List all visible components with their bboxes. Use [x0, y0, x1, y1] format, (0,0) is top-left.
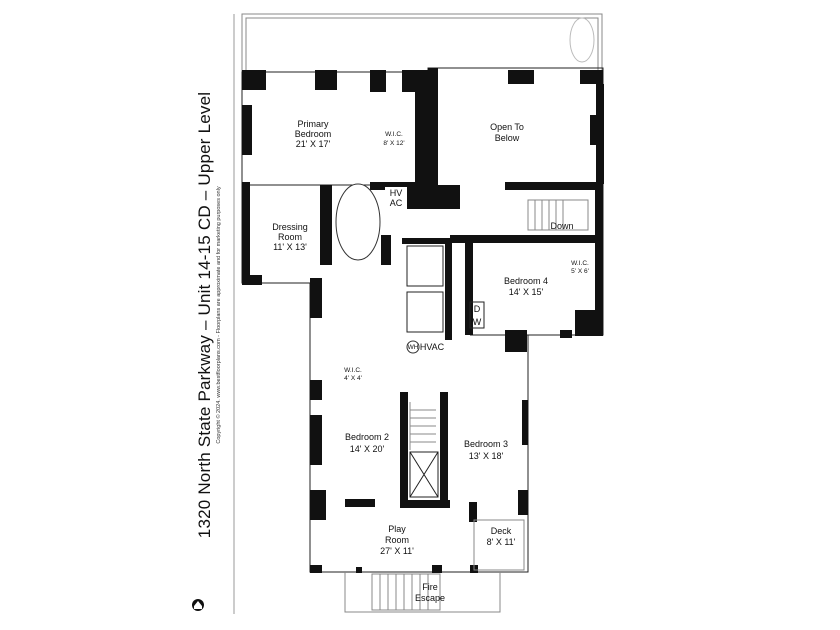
- room-deck: Deck 8' X 11': [487, 526, 516, 547]
- svg-text:14' X 15': 14' X 15': [509, 287, 544, 297]
- svg-text:13' X 18': 13' X 18': [469, 451, 504, 461]
- walls: [241, 67, 604, 573]
- room-wic-primary: W.I.C. 8' X 12': [383, 131, 404, 147]
- svg-text:Escape: Escape: [415, 593, 445, 603]
- room-bedroom-4: Bedroom 4 14' X 15': [504, 276, 548, 297]
- svg-text:27' X 11': 27' X 11': [380, 546, 414, 556]
- room-play-room: Play Room 27' X 11': [380, 524, 414, 556]
- svg-text:5' X 6': 5' X 6': [571, 268, 589, 275]
- stair-down: [527, 199, 589, 231]
- svg-text:14' X 20': 14' X 20': [350, 444, 385, 454]
- deck-outline: [473, 519, 525, 571]
- svg-text:W.I.C.: W.I.C.: [385, 131, 403, 138]
- room-wic-small: W.I.C. 4' X 4': [344, 367, 362, 382]
- elevators: [406, 245, 444, 333]
- terrace: [241, 13, 603, 72]
- svg-text:Play: Play: [388, 524, 406, 534]
- room-dressing-room: Dressing Room 11' X 13': [272, 222, 308, 252]
- fire-escape-label: Fire Escape: [415, 582, 445, 603]
- svg-text:W.I.C.: W.I.C.: [571, 260, 589, 267]
- svg-text:Bedroom 4: Bedroom 4: [504, 276, 548, 286]
- hvac-closet-top: HV AC: [385, 187, 407, 209]
- svg-text:8' X 11': 8' X 11': [487, 537, 516, 547]
- svg-text:AC: AC: [390, 198, 403, 208]
- svg-text:W: W: [473, 317, 482, 327]
- svg-text:Below: Below: [495, 133, 520, 143]
- hvac-mid-label: HVAC: [420, 342, 445, 352]
- svg-text:WH: WH: [408, 344, 419, 351]
- svg-text:Room: Room: [385, 535, 409, 545]
- room-wic-bedroom4: W.I.C. 5' X 6': [571, 260, 589, 275]
- svg-text:Deck: Deck: [491, 526, 512, 536]
- svg-text:D: D: [474, 304, 481, 314]
- room-bedroom-2: Bedroom 2 14' X 20': [345, 432, 389, 454]
- svg-text:8' X 12': 8' X 12': [383, 140, 404, 147]
- svg-text:W.I.C.: W.I.C.: [344, 367, 362, 374]
- oval-foyer: [335, 183, 381, 261]
- svg-text:Bedroom: Bedroom: [295, 129, 332, 139]
- svg-text:Bedroom 3: Bedroom 3: [464, 439, 508, 449]
- svg-text:Room: Room: [278, 232, 302, 242]
- svg-text:21' X 17': 21' X 17': [296, 139, 331, 149]
- fire-escape: [344, 572, 501, 613]
- water-heater: WH: [406, 340, 420, 354]
- house-logo-icon: [192, 599, 204, 611]
- room-open-to-below: Open To Below: [490, 122, 524, 143]
- center-stair: [409, 402, 439, 498]
- svg-text:Fire: Fire: [422, 582, 438, 592]
- svg-text:Dressing: Dressing: [272, 222, 308, 232]
- svg-text:Open To: Open To: [490, 122, 524, 132]
- room-bedroom-3: Bedroom 3 13' X 18': [464, 439, 508, 461]
- room-primary-bedroom: Primary Bedroom 21' X 17': [295, 119, 332, 149]
- svg-text:4' X 4': 4' X 4': [344, 375, 362, 382]
- svg-text:HV: HV: [390, 188, 403, 198]
- stairs-down-label: Down: [550, 221, 573, 231]
- svg-text:Bedroom 2: Bedroom 2: [345, 432, 389, 442]
- svg-text:11' X 13': 11' X 13': [273, 242, 307, 252]
- svg-text:Primary: Primary: [298, 119, 329, 129]
- washer-dryer: D W: [469, 301, 485, 329]
